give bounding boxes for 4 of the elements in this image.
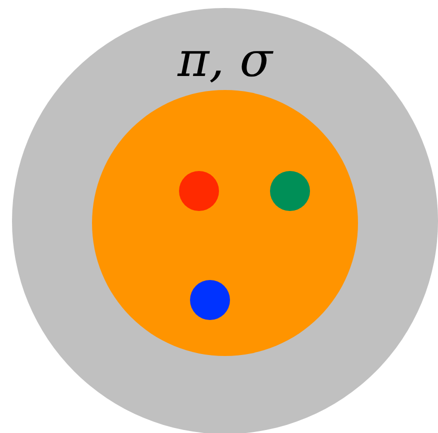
dot [190,280,230,320]
dot [179,171,219,211]
label-text: π, σ [178,36,272,84]
dot [270,171,310,211]
